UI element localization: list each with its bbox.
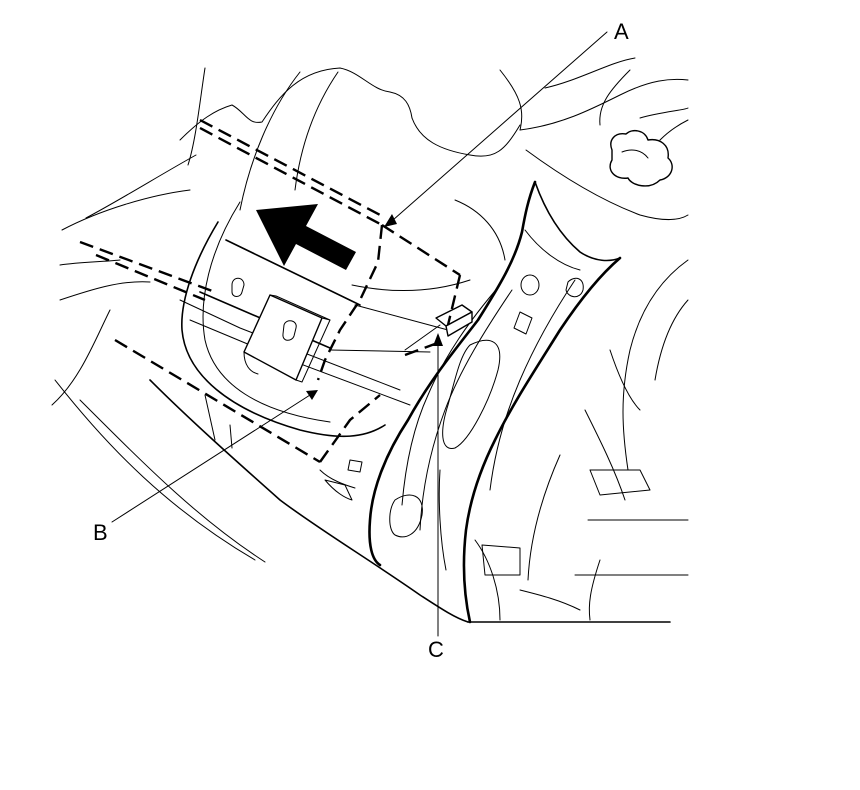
leader-line-a (392, 31, 608, 221)
callout-label-c: C (428, 637, 444, 662)
frame-rail (368, 180, 622, 624)
background-structure (51, 57, 689, 623)
leader-arrowhead-a (384, 214, 397, 227)
callout-label-a: A (614, 19, 629, 44)
lower-body (149, 379, 469, 623)
callout-leaders (111, 31, 608, 637)
leader-arrowhead-b (306, 390, 318, 400)
leader-arrowhead-c (433, 333, 443, 346)
callout-label-b: B (93, 520, 108, 545)
arrow-left-up-icon (256, 204, 356, 270)
leader-line-b (111, 394, 311, 523)
dashed-removal-area (79, 118, 462, 464)
